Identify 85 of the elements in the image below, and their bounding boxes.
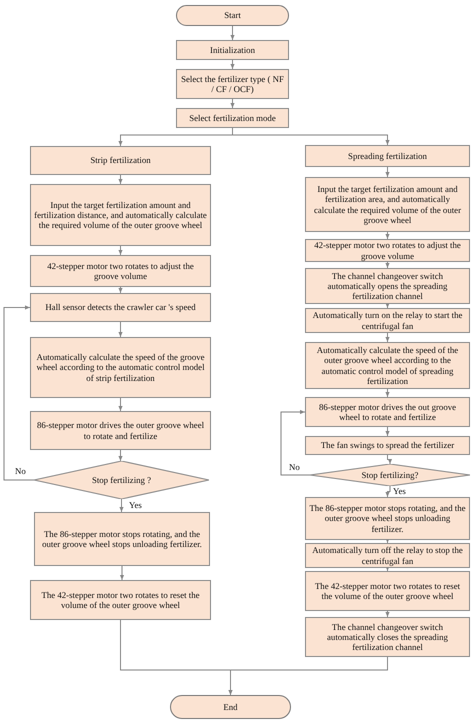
- process-box: [30, 293, 211, 322]
- process-box: [305, 436, 470, 455]
- arrow: [385, 232, 390, 240]
- step-text: The channel changeover switch automatically closes the spreading fertilization channel: [326, 622, 449, 652]
- arrow: [385, 262, 390, 268]
- process-box: [305, 342, 470, 389]
- arrow: [387, 454, 392, 464]
- decision-diamond: [310, 464, 470, 486]
- step-text: Automatically calculate the speed of the groove wheel according to the automatic control model of strip fertilization: [35, 352, 206, 383]
- step-text: Hall sensor detects the crawler car 's speed: [45, 302, 196, 313]
- arrow: [385, 426, 390, 436]
- step-text: Start: [224, 10, 241, 21]
- arrow: [118, 398, 123, 412]
- step-text: The 42-stepper motor two rotates to reset the volume of the outer groove wheel: [40, 590, 201, 610]
- step-text: The 86-stepper motor stops rotating, and the outer groove wheel stops unloading fertilizer.: [41, 528, 203, 550]
- edge-label: Yes: [128, 500, 143, 510]
- arrow: [385, 486, 390, 498]
- process-box: [30, 146, 211, 175]
- step-text: Strip fertilization: [90, 155, 151, 166]
- arrow: [118, 286, 123, 294]
- step-text: 86-stepper motor drives the out groove wheel to rotate and fertilize: [318, 402, 458, 422]
- step-text: End: [223, 702, 238, 712]
- process-box: [176, 108, 289, 128]
- process-box: [30, 255, 211, 287]
- process-box: [30, 411, 211, 450]
- process-box: [30, 337, 211, 398]
- arrow: [118, 246, 123, 256]
- process-box: [30, 580, 211, 620]
- step-text: Automatically turn off the relay to stop the centrifugal fan: [311, 545, 464, 566]
- arrow: [118, 174, 123, 184]
- step-text: Select the fertilizer type ( NF / CF / OCF): [180, 74, 285, 94]
- arrow: [385, 610, 390, 618]
- arrow: [230, 60, 235, 70]
- arrow: [385, 332, 390, 342]
- step-text: Stop fertilizing ?: [92, 474, 152, 486]
- process-box: [305, 617, 470, 657]
- decision-diamond: [34, 461, 209, 499]
- process-box: [305, 177, 470, 232]
- step-text: Spreading fertilization: [348, 150, 427, 162]
- process-box: [305, 145, 470, 167]
- arrow: [232, 128, 390, 146]
- arrow: [385, 388, 390, 398]
- arrow: [228, 656, 388, 696]
- arrow: [385, 566, 390, 572]
- terminal-box: [170, 695, 291, 719]
- process-box: [305, 239, 470, 262]
- step-text: The 42-stepper motor two rotates to reset the volume of the outer groove wheel: [314, 580, 462, 602]
- arrow: [280, 410, 310, 476]
- arrow: [385, 166, 390, 178]
- arrow: [120, 566, 124, 580]
- arrow: [385, 538, 390, 544]
- process-box: [305, 268, 470, 304]
- step-text: 86-stepper motor drives the outer groove wheel to rotate and fertilize: [36, 420, 206, 441]
- process-box: [305, 397, 470, 427]
- process-box: [176, 69, 289, 99]
- arrow: [230, 26, 235, 40]
- terminal-box: [176, 5, 289, 26]
- arrow: [4, 305, 34, 480]
- step-text: The fan swings to spread the fertilizer: [320, 440, 454, 451]
- step-text: Stop fertilizing?: [362, 470, 418, 480]
- edge-label: No: [288, 462, 301, 472]
- step-text: The 86-stepper motor stops rotating, and the outer groove wheel stops unloading fertilizer.: [309, 503, 466, 534]
- arrow: [118, 322, 123, 338]
- process-box: [305, 571, 470, 611]
- process-box: [305, 308, 470, 333]
- process-box: [305, 497, 470, 540]
- process-box: [30, 184, 211, 246]
- arrow: [118, 450, 123, 462]
- arrow: [385, 303, 390, 308]
- step-text: Initialization: [210, 44, 255, 56]
- step-text: Automatically turn on the relay to start the centrifugal fan: [312, 310, 464, 331]
- step-text: Input the target fertilization amount and fertilization area, and automatically calculate the required volume of the outer groove wheel: [312, 184, 462, 226]
- process-box: [305, 543, 470, 568]
- step-text: Automatically calculate the speed of the outer groove wheel according to the automatic control model of spreading fertilization: [316, 344, 460, 386]
- step-text: Input the target fertilization amount and fertilization distance, and automatically calculate the required volume of the outer groove wheel: [34, 200, 207, 230]
- edge-label: No: [14, 466, 27, 476]
- step-text: 42-stepper motor two rotates to adjust the groove volume: [313, 240, 462, 261]
- process-box: [34, 512, 210, 566]
- arrow: [119, 498, 124, 512]
- arrow: [230, 98, 235, 108]
- step-text: Select fertilization mode: [189, 112, 276, 124]
- step-text: 42-stepper motor two rotates to adjust the groove volume: [46, 260, 195, 282]
- process-box: [176, 40, 289, 60]
- step-text: The channel changeover switch automatically opens the spreading fertilization channel: [326, 270, 448, 302]
- edge-label: Yes: [392, 486, 407, 496]
